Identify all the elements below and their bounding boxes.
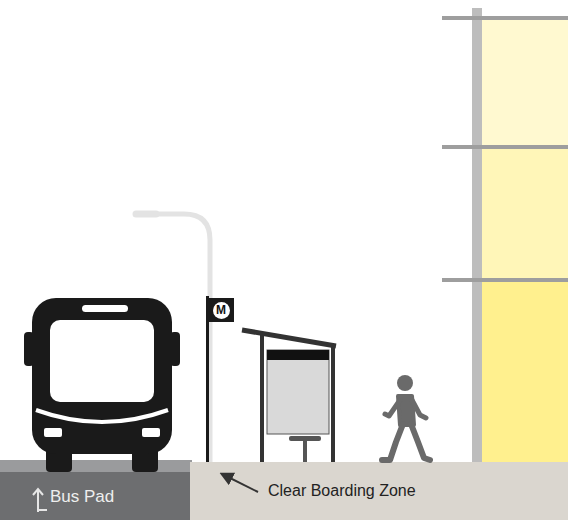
sidewalk [190,462,568,520]
bus-pad [0,472,192,520]
bus-shelter [242,330,336,462]
pedestrian [382,375,430,460]
building [442,8,568,464]
bus-pad-arrow [33,489,47,512]
zone-label: Bus Pad [50,488,114,505]
bus-pad-edge [0,460,192,472]
route-badge: M [213,302,230,319]
zone-callout: Clear Boarding Zone [268,482,416,500]
bus [24,298,180,472]
bus-pad-zone: Bus Pad [0,472,190,520]
leader-line [222,474,258,492]
route-letter: M [216,304,226,316]
route-sign: M [208,298,234,322]
